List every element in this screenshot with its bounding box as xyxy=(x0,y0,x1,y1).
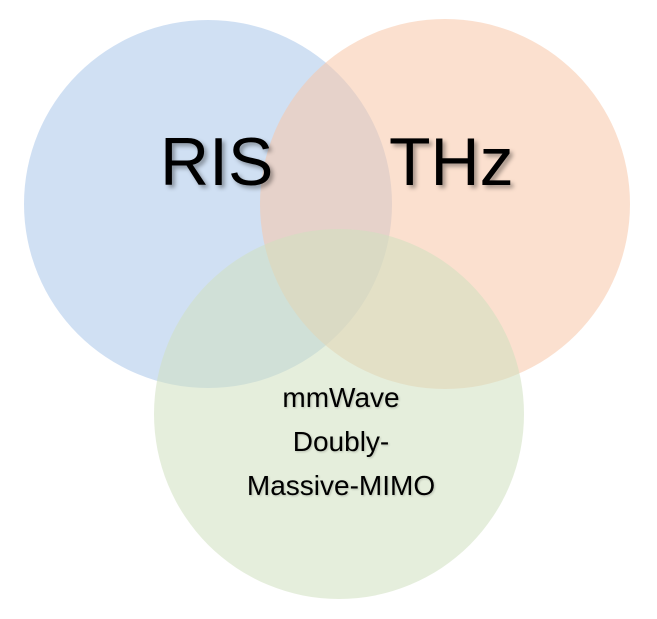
label-massive-mimo: Massive-MIMO xyxy=(246,470,436,501)
label-mmwave: mmWave xyxy=(282,382,400,413)
label-mmwave-group: mmWave Doubly- Massive-MIMO xyxy=(191,376,491,508)
circle-mmwave xyxy=(154,229,524,599)
label-doubly: Doubly- xyxy=(292,426,390,457)
label-thz: THz xyxy=(389,124,514,200)
label-ris: RIS xyxy=(160,124,274,200)
